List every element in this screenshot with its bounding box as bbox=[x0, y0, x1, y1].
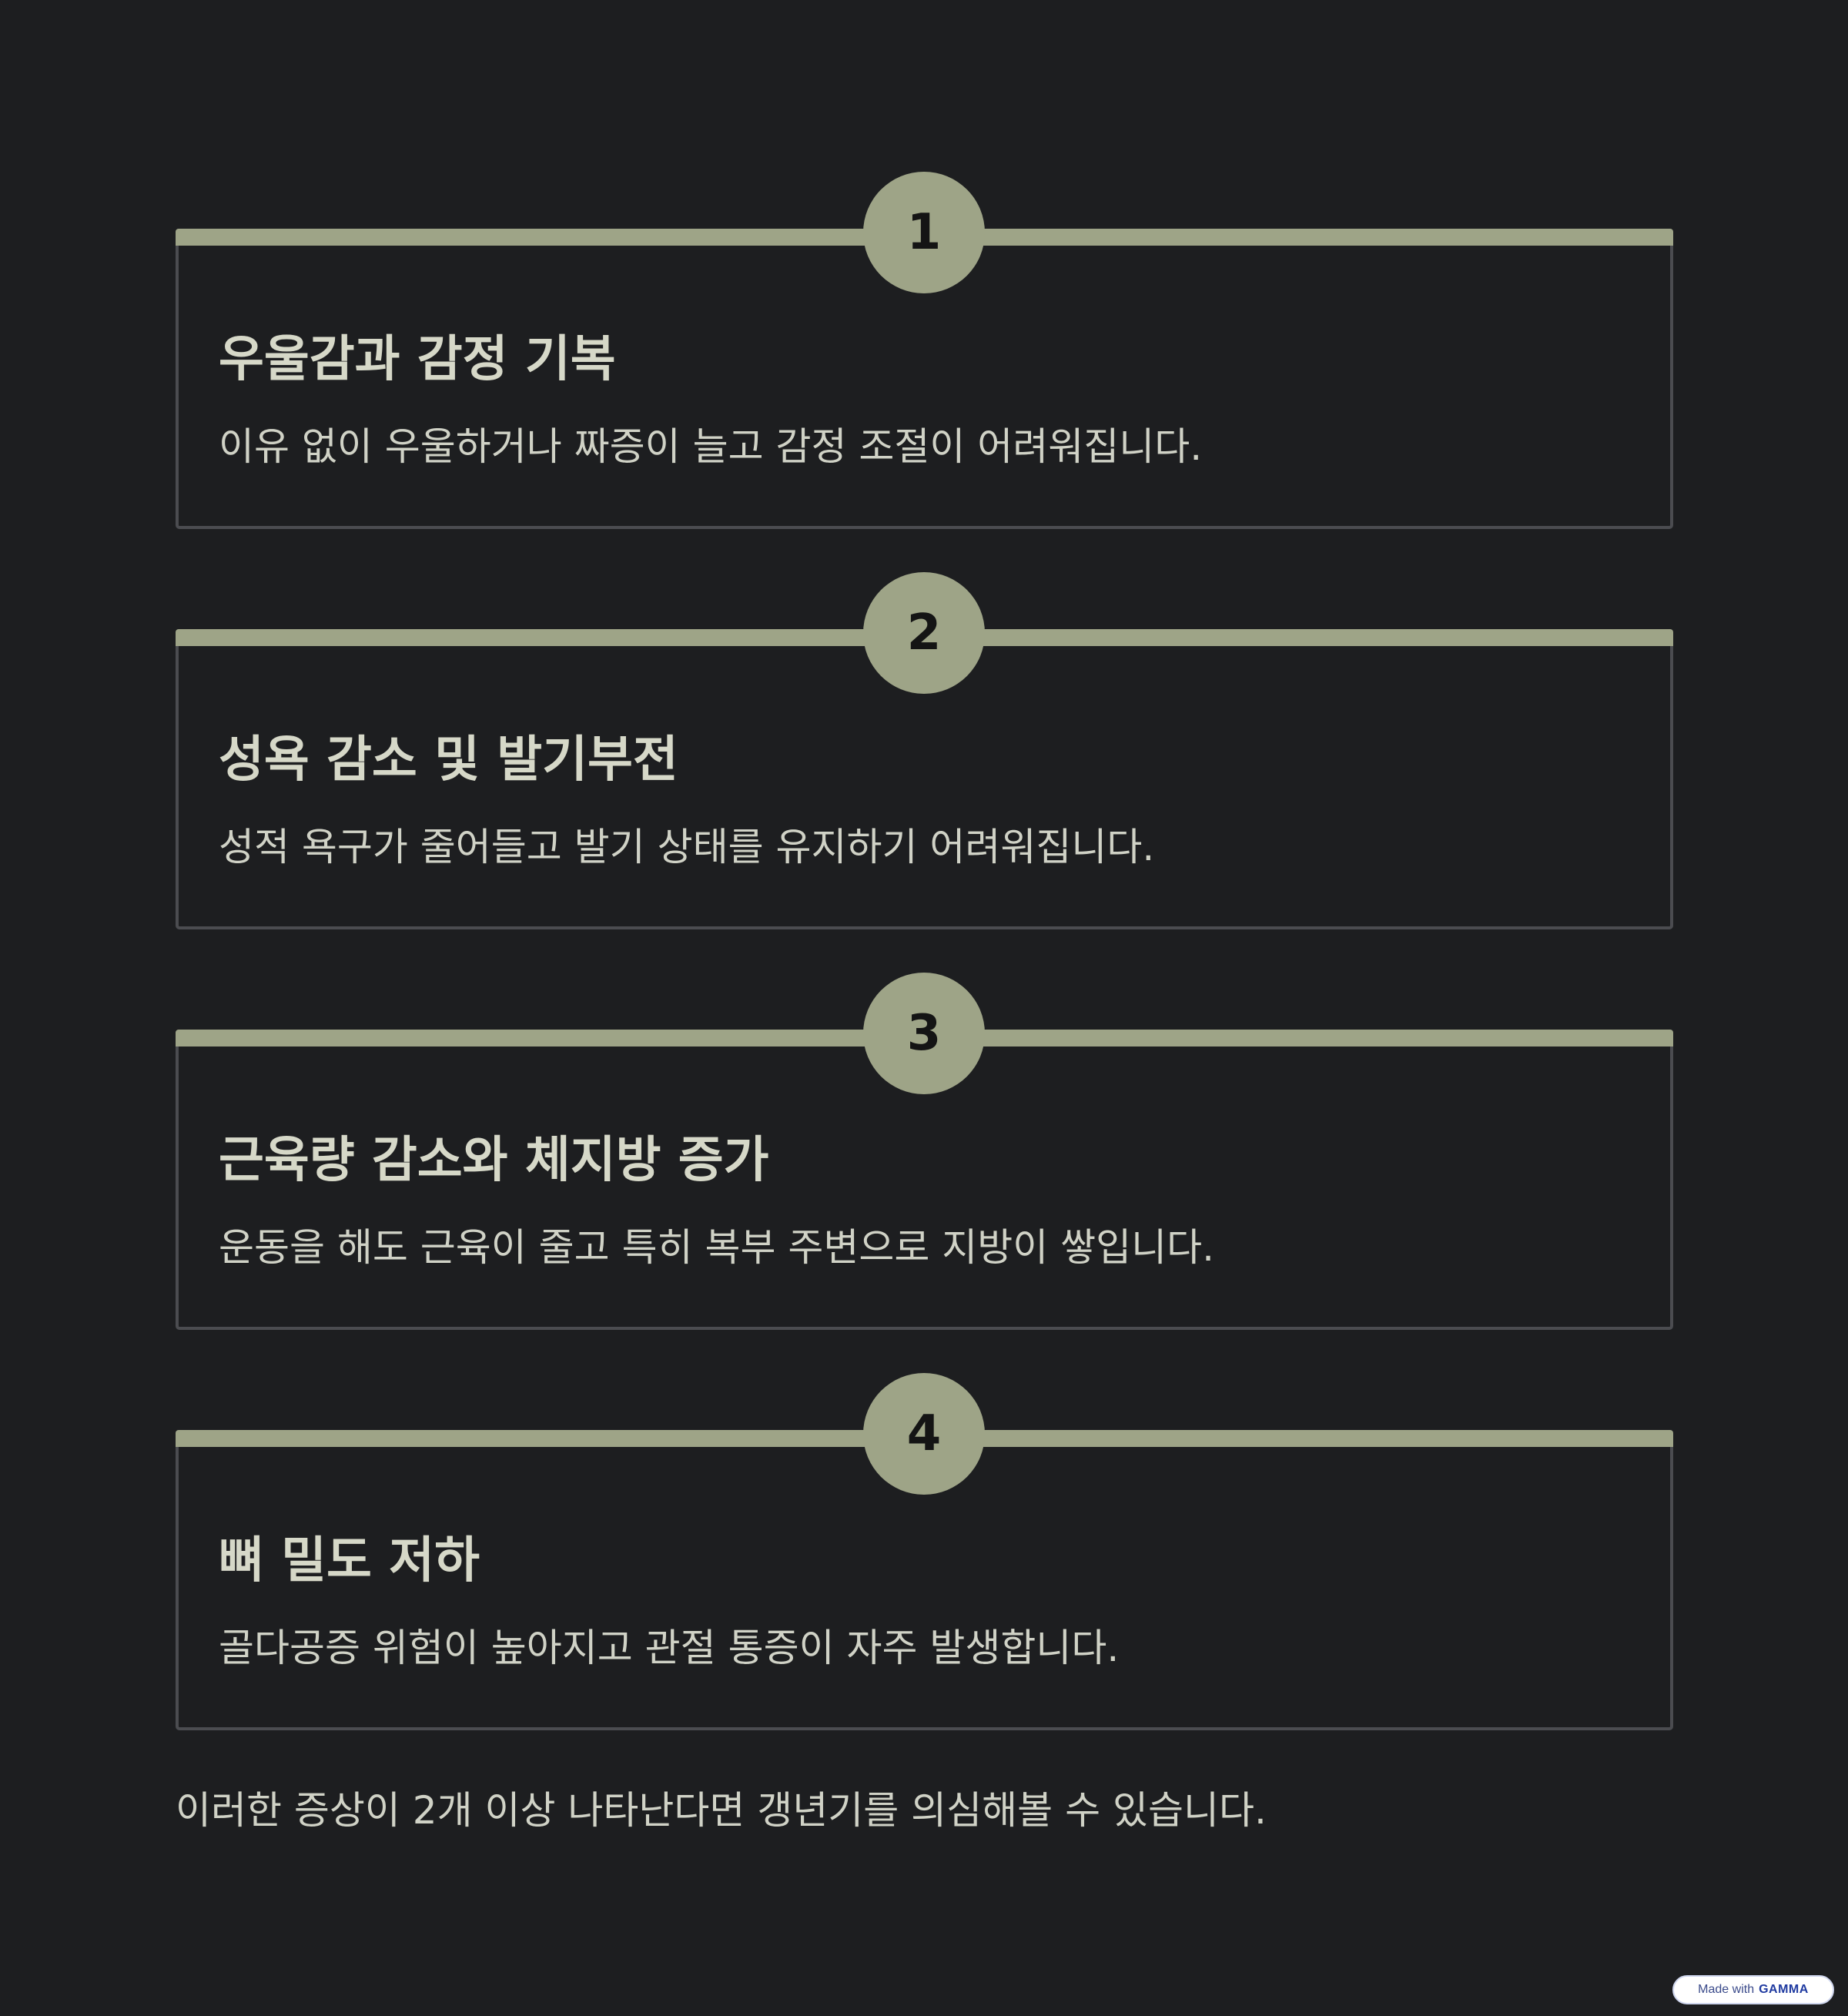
step-title: 성욕 감소 및 발기부전 bbox=[219, 732, 678, 789]
step-title: 근육량 감소와 체지방 증가 bbox=[219, 1132, 769, 1189]
step-description: 운동을 해도 근육이 줄고 특히 복부 주변으로 지방이 쌓입니다. bbox=[219, 1225, 1215, 1270]
badge-made-with-label: Made with bbox=[1698, 1983, 1755, 1996]
step-number-badge: 2 bbox=[863, 572, 985, 694]
step-description: 골다공증 위험이 높아지고 관절 통증이 자주 발생합니다. bbox=[219, 1626, 1120, 1670]
step-description: 이유 없이 우울하거나 짜증이 늘고 감정 조절이 어려워집니다. bbox=[219, 424, 1203, 469]
step-card-4: 4 뼈 밀도 저하 골다공증 위험이 높아지고 관절 통증이 자주 발생합니다. bbox=[176, 1373, 1673, 1730]
step-number-badge: 3 bbox=[863, 973, 985, 1094]
step-card-2: 2 성욕 감소 및 발기부전 성적 욕구가 줄어들고 발기 상태를 유지하기 어… bbox=[176, 572, 1673, 929]
gamma-logo: GAMMA bbox=[1759, 1983, 1809, 1996]
step-title: 우울감과 감정 기복 bbox=[219, 331, 616, 388]
step-number-badge: 1 bbox=[863, 172, 985, 293]
step-description: 성적 욕구가 줄어들고 발기 상태를 유지하기 어려워집니다. bbox=[219, 825, 1155, 869]
step-number-badge: 4 bbox=[863, 1373, 985, 1495]
step-card-1: 1 우울감과 감정 기복 이유 없이 우울하거나 짜증이 늘고 감정 조절이 어… bbox=[176, 172, 1673, 529]
made-with-gamma-badge[interactable]: Made with GAMMA bbox=[1672, 1975, 1834, 2004]
step-card-3: 3 근육량 감소와 체지방 증가 운동을 해도 근육이 줄고 특히 복부 주변으… bbox=[176, 973, 1673, 1330]
step-title: 뼈 밀도 저하 bbox=[219, 1532, 480, 1589]
footer-note: 이러한 증상이 2개 이상 나타난다면 갱년기를 의심해볼 수 있습니다. bbox=[176, 1788, 1267, 1833]
